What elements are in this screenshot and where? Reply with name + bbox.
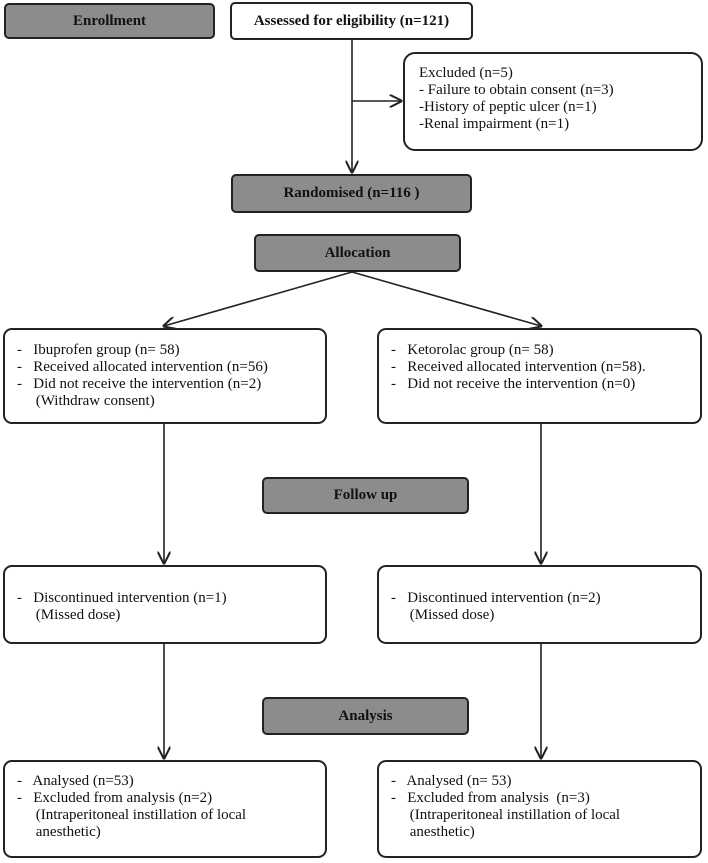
- allocation-line: - Ketorolac group (n= 58): [391, 342, 554, 358]
- analysis-line: - Analysed (n=53): [17, 773, 134, 789]
- analysis-line: anesthetic): [391, 824, 475, 840]
- stage-analysis-label: Analysis: [338, 707, 393, 724]
- followup-line: (Missed dose): [391, 607, 495, 623]
- stage-follow-up-label: Follow up: [333, 487, 398, 503]
- allocation-line: - Did not receive the intervention (n=2): [17, 376, 262, 392]
- analysis-line: - Analysed (n= 53): [391, 773, 512, 789]
- stage-analysis: Analysis: [262, 697, 469, 735]
- ketorolac-allocation-box: - Ketorolac group (n= 58) - Received all…: [377, 328, 702, 424]
- analysis-line: - Excluded from analysis (n=3): [391, 790, 590, 806]
- ibuprofen-analysis-box: - Analysed (n=53) - Excluded from analys…: [3, 760, 327, 858]
- stage-randomised: Randomised (n=116 ): [231, 174, 472, 213]
- stage-allocation: Allocation: [254, 234, 461, 272]
- arrow-to-ketorolac-group: [351, 271, 541, 326]
- eligibility-text: Assessed for eligibility (n=121): [253, 12, 450, 29]
- stage-follow-up: Follow up: [262, 477, 469, 514]
- ibuprofen-allocation-box: - Ibuprofen group (n= 58) - Received all…: [3, 328, 327, 424]
- followup-line: (Missed dose): [17, 607, 121, 623]
- arrow-to-ibuprofen-group: [164, 271, 353, 326]
- analysis-line: anesthetic): [17, 824, 101, 840]
- analysis-line: (Intraperitoneal instillation of local: [17, 807, 247, 823]
- followup-line: - Discontinued intervention (n=2): [391, 590, 601, 606]
- ketorolac-followup-box: - Discontinued intervention (n=2) (Misse…: [377, 565, 702, 644]
- stage-allocation-label: Allocation: [324, 244, 391, 261]
- followup-line: - Discontinued intervention (n=1): [17, 590, 227, 606]
- excluded-reason: - Failure to obtain consent (n=3): [419, 82, 614, 98]
- allocation-line: - Received allocated intervention (n=58)…: [391, 359, 646, 375]
- ibuprofen-followup-box: - Discontinued intervention (n=1) (Misse…: [3, 565, 327, 644]
- allocation-line: - Did not receive the intervention (n=0): [391, 376, 636, 392]
- stage-randomised-label: Randomised (n=116 ): [283, 185, 420, 201]
- allocation-line: - Received allocated intervention (n=56): [17, 359, 268, 375]
- excluded-reason: -History of peptic ulcer (n=1): [419, 99, 597, 115]
- excluded-box: Excluded (n=5) - Failure to obtain conse…: [403, 52, 703, 151]
- ketorolac-analysis-box: - Analysed (n= 53) - Excluded from analy…: [377, 760, 702, 858]
- stage-enrollment: Enrollment: [4, 3, 215, 39]
- analysis-line: - Excluded from analysis (n=2): [17, 790, 213, 806]
- excluded-title: Excluded (n=5): [419, 65, 513, 81]
- stage-enrollment-label: Enrollment: [72, 12, 147, 29]
- excluded-reason: -Renal impairment (n=1): [419, 116, 570, 132]
- eligibility-box: Assessed for eligibility (n=121): [230, 2, 473, 40]
- analysis-line: (Intraperitoneal instillation of local: [391, 807, 621, 823]
- allocation-line: - Ibuprofen group (n= 58): [17, 342, 180, 358]
- allocation-line: (Withdraw consent): [17, 393, 155, 409]
